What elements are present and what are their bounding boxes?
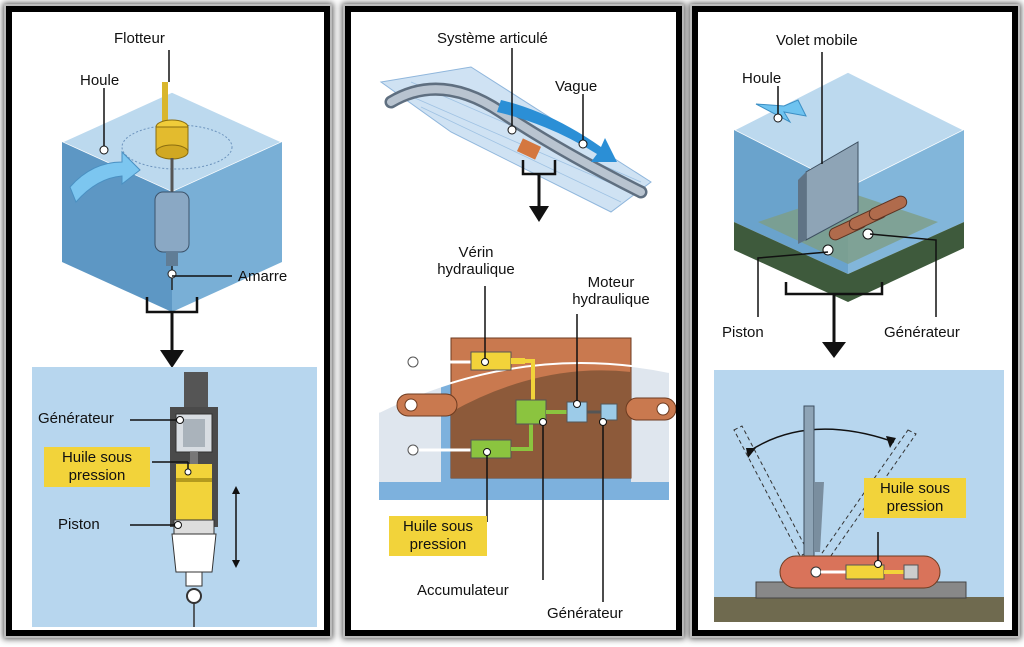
label-accumulateur: Accumulateur: [417, 582, 509, 599]
wave-arrow: [497, 100, 617, 162]
wave-mesh: [379, 66, 652, 213]
label-houle: Houle: [80, 72, 120, 89]
joint-module: [516, 138, 542, 160]
float-rod: [162, 82, 168, 122]
label-generateur: Générateur: [547, 605, 623, 622]
label-flotteur: Flotteur: [114, 30, 165, 47]
label-huile-sous-pression: Huile sous pression: [44, 447, 150, 487]
water-right-face: [172, 142, 282, 312]
panel-float-device: Flotteur Houle Amarre Générateur Huile s…: [6, 6, 330, 636]
label-volet-mobile: Volet mobile: [776, 32, 858, 49]
label-generateur: Générateur: [884, 324, 960, 341]
label-piston: Piston: [58, 516, 100, 533]
label-houle: Houle: [742, 70, 782, 87]
ground: [714, 597, 1004, 622]
wave-arrow: [755, 99, 807, 124]
generator: [600, 403, 618, 421]
label-verin-hydraulique: Vérin hydraulique: [437, 244, 515, 278]
seabed: [734, 222, 964, 302]
label-huile-sous-pression: Huile sous pression: [389, 516, 487, 556]
flap-section: [803, 405, 815, 557]
oil-chamber: [176, 464, 212, 522]
label-generateur: Générateur: [38, 410, 114, 427]
panel-oscillating-flap: Volet mobile Houle Piston Générateur Hui…: [692, 6, 1018, 636]
label-moteur-hydraulique: Moteur hydraulique: [572, 274, 650, 308]
panel-articulated-system: Système articulé Vague Vérin hydraulique…: [345, 6, 682, 636]
label-piston: Piston: [722, 324, 764, 341]
jack-top: [470, 351, 512, 371]
label-systeme-articule: Système articulé: [437, 30, 548, 47]
label-huile-sous-pression: Huile sous pression: [864, 478, 966, 518]
submerged-canister: [154, 191, 190, 253]
articulated-diagram: [378, 48, 676, 602]
wave-arrow: [69, 150, 141, 203]
flap-diagram: [714, 52, 1004, 622]
label-vague: Vague: [555, 78, 598, 95]
label-amarre: Amarre: [238, 268, 288, 285]
float-diagram: [32, 50, 317, 627]
jack-bottom: [470, 439, 512, 459]
